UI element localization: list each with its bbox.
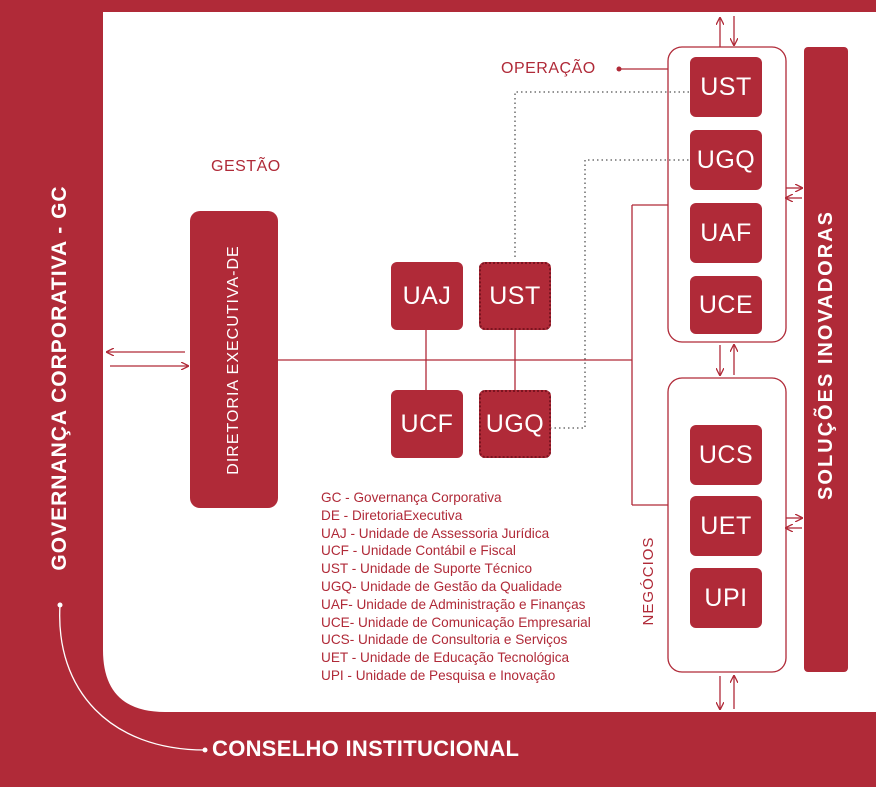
unit-ust-center: UST [479,262,551,330]
unit-ugq: UGQ [690,130,762,190]
unit-uaf: UAF [690,203,762,263]
diretoria-label: DIRETORIA EXECUTIVA-DE [225,245,242,475]
conselho-label: CONSELHO INSTITUCIONAL [212,736,520,761]
unit-ucs: UCS [690,425,762,485]
legend-item-ucf: UCF - Unidade Contábil e Fiscal [321,543,516,559]
legend-item-ucs: UCS- Unidade de Consultoria e Serviços [321,632,568,648]
diretoria-box: DIRETORIA EXECUTIVA-DE [190,211,278,508]
gc-conselho-connector [59,604,206,751]
legend-item-uaj: UAJ - Unidade de Assessoria Jurídica [321,525,550,541]
unit-ust: UST [690,57,762,117]
unit-uet: UET [690,496,762,556]
legend-item-de: DE - DiretoriaExecutiva [321,507,463,523]
solucoes-label: SOLUÇÕES INOVADORAS [815,210,837,500]
legend-item-uaf: UAF- Unidade de Administração e Finanças [321,596,586,612]
unit-uce: UCE [690,276,762,334]
legend: GC - Governança Corporativa DE - Diretor… [321,489,591,685]
unit-ugq-center: UGQ [479,390,551,458]
unit-ucf: UCF [391,390,463,458]
solucoes-bar [804,47,848,672]
legend-item-uet: UET - Unidade de Educação Tecnológica [321,650,570,666]
gestao-label: GESTÃO [211,158,281,175]
legend-item-ugq: UGQ- Unidade de Gestão da Qualidade [321,578,563,594]
ugq-dotted-link [550,159,690,429]
legend-item-gc: GC - Governança Corporativa [321,490,502,505]
ust-dotted-link [514,91,690,257]
negocios-label: NEGÓCIOS [640,536,657,626]
operacao-label: OPERAÇÃO [501,60,596,77]
unit-upi: UPI [690,568,762,628]
legend-item-uce: UCE- Unidade de Comunicação Empresarial [321,614,591,630]
unit-uaj: UAJ [391,262,463,330]
legend-item-ust: UST - Unidade de Suporte Técnico [321,561,533,577]
legend-item-upi: UPI - Unidade de Pesquisa e Inovação [321,667,556,683]
governanca-label: GOVERNANÇA CORPORATIVA - GC [48,185,71,571]
